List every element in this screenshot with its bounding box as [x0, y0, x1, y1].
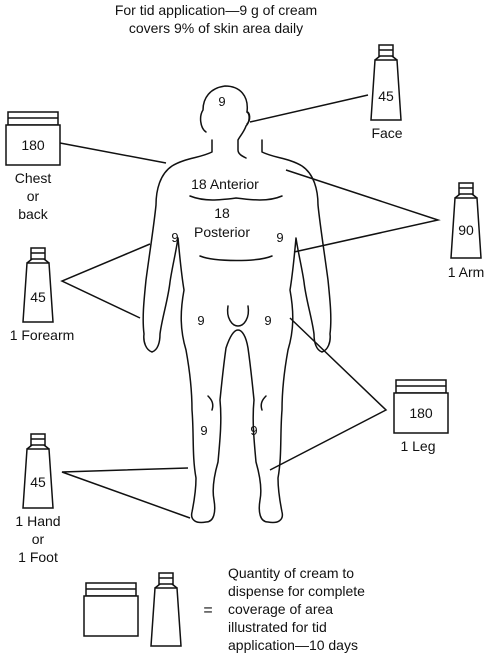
legend-line-1: Quantity of cream to [228, 565, 354, 581]
arm-label: 1 Arm [448, 264, 485, 280]
jar-body [83, 595, 139, 637]
header-line-1: For tid application—9 g of cream [115, 2, 317, 18]
leg-label: 1 Leg [400, 438, 435, 454]
forearm-amount: 45 [30, 289, 46, 305]
tube-body [370, 59, 402, 121]
tube-body [22, 262, 54, 323]
arm-amount: 90 [458, 222, 474, 238]
chest-back-amount: 180 [21, 137, 45, 153]
anterior-percent: 18 Anterior [191, 176, 259, 192]
arm-right-percent: 9 [171, 230, 178, 245]
leg-amount: 180 [409, 405, 433, 421]
legend-jar [83, 582, 139, 637]
head-percent: 9 [218, 94, 225, 109]
hand-foot-amount: 45 [30, 474, 46, 490]
tube-forearm [22, 247, 54, 323]
hand-foot-label-3: 1 Foot [18, 549, 58, 565]
legend-line-2: dispense for complete [228, 583, 365, 599]
jar-leg [393, 379, 449, 434]
tube-neck-2 [471, 193, 478, 199]
legend-line-5: application—10 days [228, 637, 358, 653]
tube-neck [374, 55, 381, 61]
tube-arm [450, 182, 482, 259]
tube-hand-foot [22, 433, 54, 509]
connector-face [249, 94, 369, 123]
connector-leg [269, 317, 388, 471]
ear [246, 111, 251, 125]
tube-neck [454, 193, 461, 199]
jar-chest-back [5, 111, 61, 166]
legend-line-4: illustrated for tid [228, 619, 327, 635]
forearm-label: 1 Forearm [10, 327, 75, 343]
tube-neck [26, 258, 33, 264]
legend-line-3: coverage of area [228, 601, 333, 617]
header-line-2: covers 9% of skin area daily [129, 20, 303, 36]
torso-outline [142, 139, 332, 524]
chest-back-label-3: back [18, 206, 49, 222]
hand-foot-label-1: 1 Hand [15, 513, 60, 529]
tube-neck-2 [43, 258, 50, 264]
chest-back-label-1: Chest [15, 170, 52, 186]
genital-outline [226, 305, 250, 327]
tube-neck-2 [43, 444, 50, 450]
connector-chest [59, 142, 167, 164]
tube-neck [26, 444, 33, 450]
tube-body [150, 587, 182, 647]
tube-body [22, 448, 54, 509]
connector-hand-foot [61, 467, 191, 519]
chest-back-label-2: or [27, 188, 40, 204]
jar-body [393, 392, 449, 434]
collarbone-line [189, 195, 283, 201]
arm-left-percent: 9 [276, 230, 283, 245]
face-amount: 45 [378, 88, 394, 104]
posterior-label: Posterior [194, 224, 250, 240]
legend-tube [150, 572, 182, 647]
tube-neck [154, 583, 161, 589]
jar-body [5, 124, 61, 166]
connector-lines [59, 94, 441, 519]
face-label: Face [371, 125, 402, 141]
legend-equals: = [203, 602, 212, 619]
tube-face [370, 44, 402, 121]
connector-forearm [60, 243, 151, 319]
tube-neck-2 [171, 583, 178, 589]
knee-right [260, 395, 267, 411]
tube-body [450, 197, 482, 259]
tube-neck-2 [391, 55, 398, 61]
thigh-right-percent: 9 [197, 313, 204, 328]
leg-right-percent: 9 [200, 423, 207, 438]
hand-foot-label-2: or [32, 531, 45, 547]
abdomen-line [199, 255, 273, 262]
leg-left-percent: 9 [250, 423, 257, 438]
knee-left [207, 395, 214, 411]
human-figure [142, 85, 332, 524]
posterior-value: 18 [214, 205, 230, 221]
thigh-left-percent: 9 [264, 313, 271, 328]
connector-arm [285, 169, 441, 253]
